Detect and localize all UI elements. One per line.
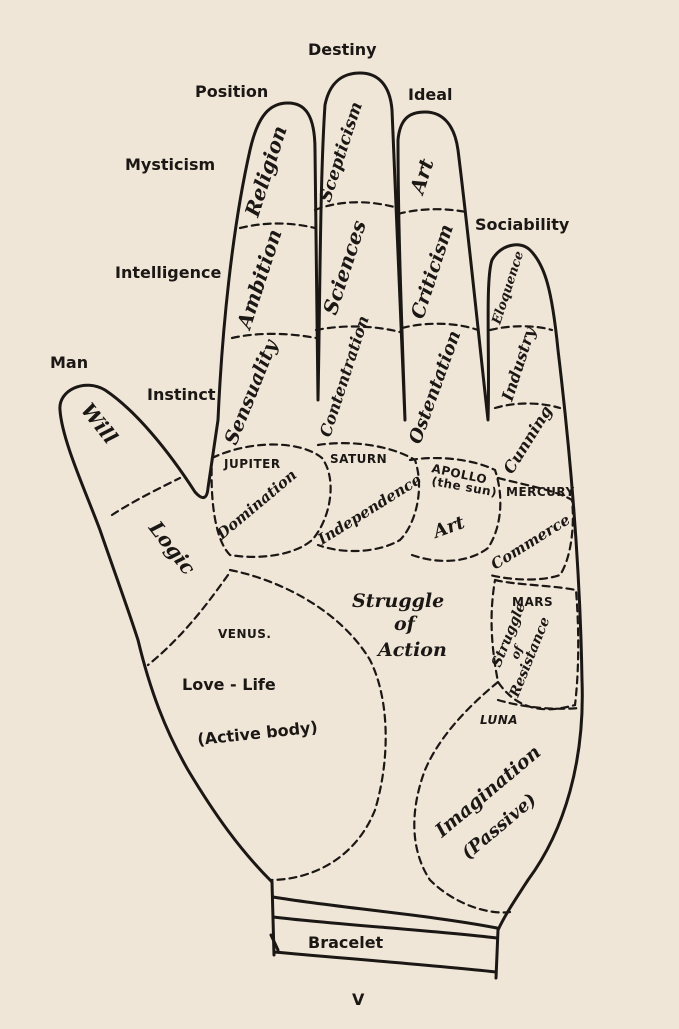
luna-mount-outline (413, 680, 512, 914)
label-saturn: SATURN (330, 452, 387, 466)
bracelet-line-2 (271, 915, 499, 940)
label-contentration: Contentration (316, 313, 373, 439)
label-palm-art: Art (429, 512, 469, 544)
label-ideal: Ideal (408, 85, 453, 104)
ring-division-1 (396, 208, 468, 216)
label-will: Will (76, 398, 123, 448)
label-man: Man (50, 353, 88, 372)
hand-outline (58, 71, 584, 932)
plate-number: V (352, 990, 365, 1009)
label-industry: Industry (497, 323, 539, 404)
label-sociability: Sociability (475, 215, 570, 234)
mercury-mount-outline (488, 476, 574, 581)
middle-division-2 (314, 325, 402, 334)
middle-division-1 (313, 201, 400, 212)
label-logic: Logic (143, 516, 200, 580)
mars-region-outline (490, 578, 580, 711)
little-division-2 (493, 402, 562, 410)
label-destiny: Destiny (308, 40, 377, 59)
saturn-mount-outline (316, 442, 421, 553)
venus-thumb-divider (146, 573, 230, 667)
label-ostentation: Ostentation (405, 328, 465, 447)
bracelet-line-4 (269, 933, 280, 952)
bracelet-line-1 (271, 895, 499, 930)
label-luna: LUNA (480, 713, 518, 727)
label-mysticism: Mysticism (125, 155, 215, 174)
label-bracelet: Bracelet (308, 933, 384, 952)
venus-mount-outline (228, 568, 387, 882)
label-instinct: Instinct (147, 385, 216, 404)
label-struggle-action-2: of (394, 613, 418, 635)
label-intelligence: Intelligence (115, 263, 221, 282)
label-sensuality: Sensuality (220, 335, 283, 448)
label-position: Position (195, 82, 268, 101)
label-ambition: Ambition (231, 226, 286, 333)
label-eloquence: Eloquence (489, 249, 527, 327)
label-religion: Religion (240, 123, 292, 221)
jupiter-mount-outline (210, 443, 332, 558)
index-division-2 (230, 332, 318, 340)
little-division-1 (488, 325, 554, 332)
label-active-body: (Active body) (196, 717, 318, 749)
label-jupiter: JUPITER (223, 457, 281, 471)
label-independence: Independence (314, 470, 425, 549)
label-struggle-action-1: Struggle (352, 590, 444, 612)
thumb-division (110, 476, 182, 517)
label-venus: VENUS. (218, 627, 271, 641)
label-struggle-action-3: Action (376, 639, 447, 661)
label-ring-art: Art (404, 155, 439, 199)
label-criticism: Criticism (407, 222, 458, 322)
label-love-life: Love - Life (182, 675, 276, 694)
label-cunning: Cunning (499, 402, 556, 477)
label-mars: MARS (512, 595, 553, 609)
label-mercury: MERCURY (506, 485, 575, 499)
label-domination: Domination (212, 466, 300, 544)
label-commerce: Commerce (488, 511, 574, 574)
bracelet-line-3 (272, 950, 498, 974)
ring-division-2 (400, 322, 480, 332)
label-sciences: Sciences (318, 217, 371, 317)
index-division-1 (238, 222, 317, 230)
apollo-mount-outline (408, 456, 502, 562)
luna-mars-divider (496, 698, 582, 710)
